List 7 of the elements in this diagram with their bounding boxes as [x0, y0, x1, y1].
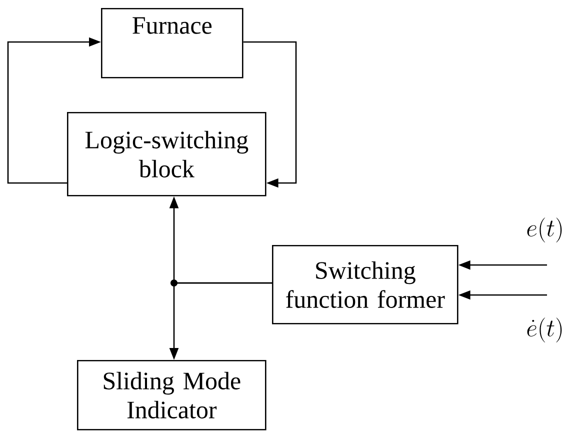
process-box: Furnace: [101, 8, 244, 78]
edge-label: $e(t)$: [525, 216, 562, 244]
process-box: Sliding Mode Indicator: [77, 360, 266, 430]
process-box: Switching function former: [272, 245, 458, 324]
edge-label: $\dot{e}(t)$: [525, 316, 562, 344]
arrow: [243, 41, 297, 188]
process-box: Logic-switching block: [67, 112, 266, 196]
